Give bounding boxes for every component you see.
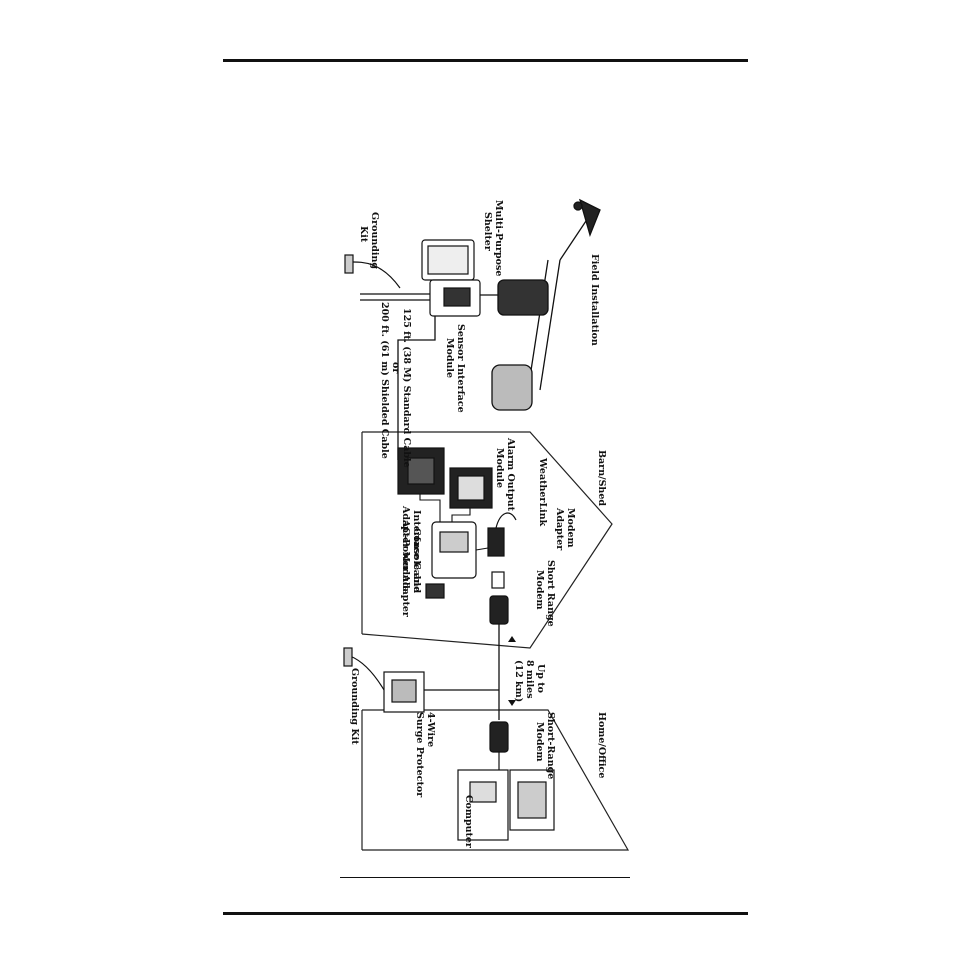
barn-shed-outline — [361, 431, 613, 649]
label-short-range-modem-home-line2: Modem — [534, 722, 545, 762]
barn-wiring — [419, 494, 489, 551]
home-office-outline — [361, 709, 630, 851]
standard-cable-line — [397, 316, 436, 460]
top-rule — [223, 59, 748, 62]
label-cable-line2: or — [390, 362, 401, 374]
weather-station-installation-diagram: Field Installation Multi-Purpose Shelter… — [343, 198, 630, 851]
surge-protector-illustration — [343, 647, 425, 713]
label-surge-protector-line2: Surge Protector — [414, 712, 425, 798]
alarm-output-module-illustration — [449, 467, 493, 509]
short-range-modem-home-illustration — [489, 721, 509, 770]
label-multi-purpose-shelter-line1: Multi-Purpose — [493, 200, 504, 276]
label-short-range-modem-barn-line2: Modem — [534, 570, 545, 610]
label-computer: Computer — [463, 795, 474, 849]
figure-bottom-rule — [340, 877, 630, 878]
label-distance-line2: 8 miles — [524, 660, 535, 699]
interface-cable-adapter-module-illustration — [397, 447, 445, 495]
short-range-modem-barn-illustration — [489, 571, 509, 625]
label-interface-cable-line1: Interface Cable — [411, 510, 422, 592]
label-grounding-kit-bottom: Grounding Kit — [349, 668, 360, 745]
label-sensor-interface-line1: Sensor Interface — [455, 324, 466, 413]
field-installation-illustration — [430, 198, 601, 411]
label-modem-adapter-line1: Modem — [565, 508, 576, 548]
label-distance-line3: (12 km) — [513, 660, 524, 702]
distance-arrows — [508, 636, 516, 706]
label-barn-shed: Barn/Shed — [596, 450, 607, 506]
label-multi-purpose-shelter-line2: Shelter — [482, 212, 493, 252]
grounding-kit-top-illustration — [344, 254, 401, 289]
label-alarm-output-line1: Alarm Output — [505, 437, 516, 512]
label-sensor-interface-line2: Module — [444, 338, 455, 378]
weatherlink-illustration — [487, 512, 517, 557]
console-illustration — [425, 521, 477, 599]
label-interface-cable-line2: Adapter Module — [400, 505, 411, 592]
bottom-rule — [223, 912, 748, 915]
label-console-line1: Console and — [411, 528, 422, 594]
label-console-line2: AC-Power Adapter — [400, 519, 411, 618]
label-short-range-modem-barn-line1: Short Range — [545, 560, 556, 627]
label-grounding-kit-top-line1: Grounding — [369, 212, 380, 269]
label-distance-line1: Up to — [535, 664, 546, 693]
label-weatherlink: WeatherLink — [537, 457, 548, 527]
multi-purpose-shelter-illustration — [360, 239, 481, 317]
modem-link-line — [420, 624, 500, 720]
label-short-range-modem-home-line1: Short-Range — [545, 712, 556, 779]
computer-illustration — [457, 769, 555, 841]
label-modem-adapter-line2: Adapter — [554, 507, 565, 551]
label-field-installation: Field Installation — [589, 254, 600, 346]
label-alarm-output-line2: Module — [494, 448, 505, 488]
label-surge-protector-line1: 4-Wire — [425, 712, 436, 747]
diagram-labels: Field Installation Multi-Purpose Shelter… — [349, 200, 607, 849]
label-home-office: Home/Office — [596, 712, 607, 778]
label-cable-line3: 200 ft. (61 m) Shielded Cable — [379, 302, 390, 459]
label-cable-line1: 125 ft. (38 M) Standard Cable — [401, 308, 412, 468]
label-grounding-kit-top-line2: Kit — [358, 226, 369, 243]
